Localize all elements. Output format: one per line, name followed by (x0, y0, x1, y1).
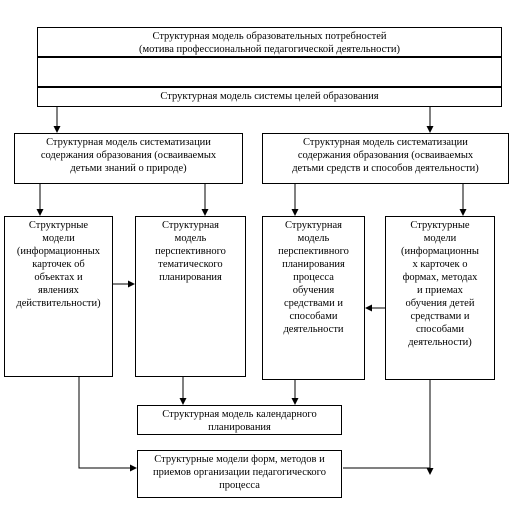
goals-model-label: Структурная модель системы целей образов… (160, 91, 379, 102)
needs-model-box: Структурная модель образовательных потре… (37, 27, 502, 57)
info-cards-forms-model-label: Структурные модели (информационны х карт… (401, 220, 479, 348)
perspective-thematic-model-box: Структурная модель перспективного темати… (135, 216, 246, 377)
needs-model-label: Структурная модель образовательных потре… (138, 31, 400, 55)
perspective-process-model-label: Структурная модель перспективного планир… (278, 220, 349, 335)
calendar-model-box: Структурная модель календарного планиров… (137, 405, 342, 435)
perspective-thematic-model-label: Структурная модель перспективного темати… (155, 220, 226, 283)
forms-methods-model-label: Структурные модели форм, методов и прием… (153, 454, 326, 491)
info-cards-model-box: Структурные модели (информационных карто… (4, 216, 113, 377)
content-nature-model-label: Структурная модель систематизации содерж… (40, 137, 217, 174)
perspective-process-model-box: Структурная модель перспективного планир… (262, 216, 365, 380)
info-cards-forms-model-box: Структурные модели (информационны х карт… (385, 216, 495, 380)
blank-band (37, 57, 502, 87)
goals-model-box: Структурная модель системы целей образов… (37, 87, 502, 107)
content-means-model-label: Структурная модель систематизации содерж… (292, 137, 479, 174)
content-nature-model-box: Структурная модель систематизации содерж… (14, 133, 243, 184)
calendar-model-label: Структурная модель календарного планиров… (162, 409, 317, 433)
content-means-model-box: Структурная модель систематизации содерж… (262, 133, 509, 184)
info-cards-model-label: Структурные модели (информационных карто… (16, 220, 101, 309)
arrow-info-to-forms-methods (78, 377, 137, 472)
forms-methods-model-box: Структурные модели форм, методов и прием… (137, 450, 342, 498)
